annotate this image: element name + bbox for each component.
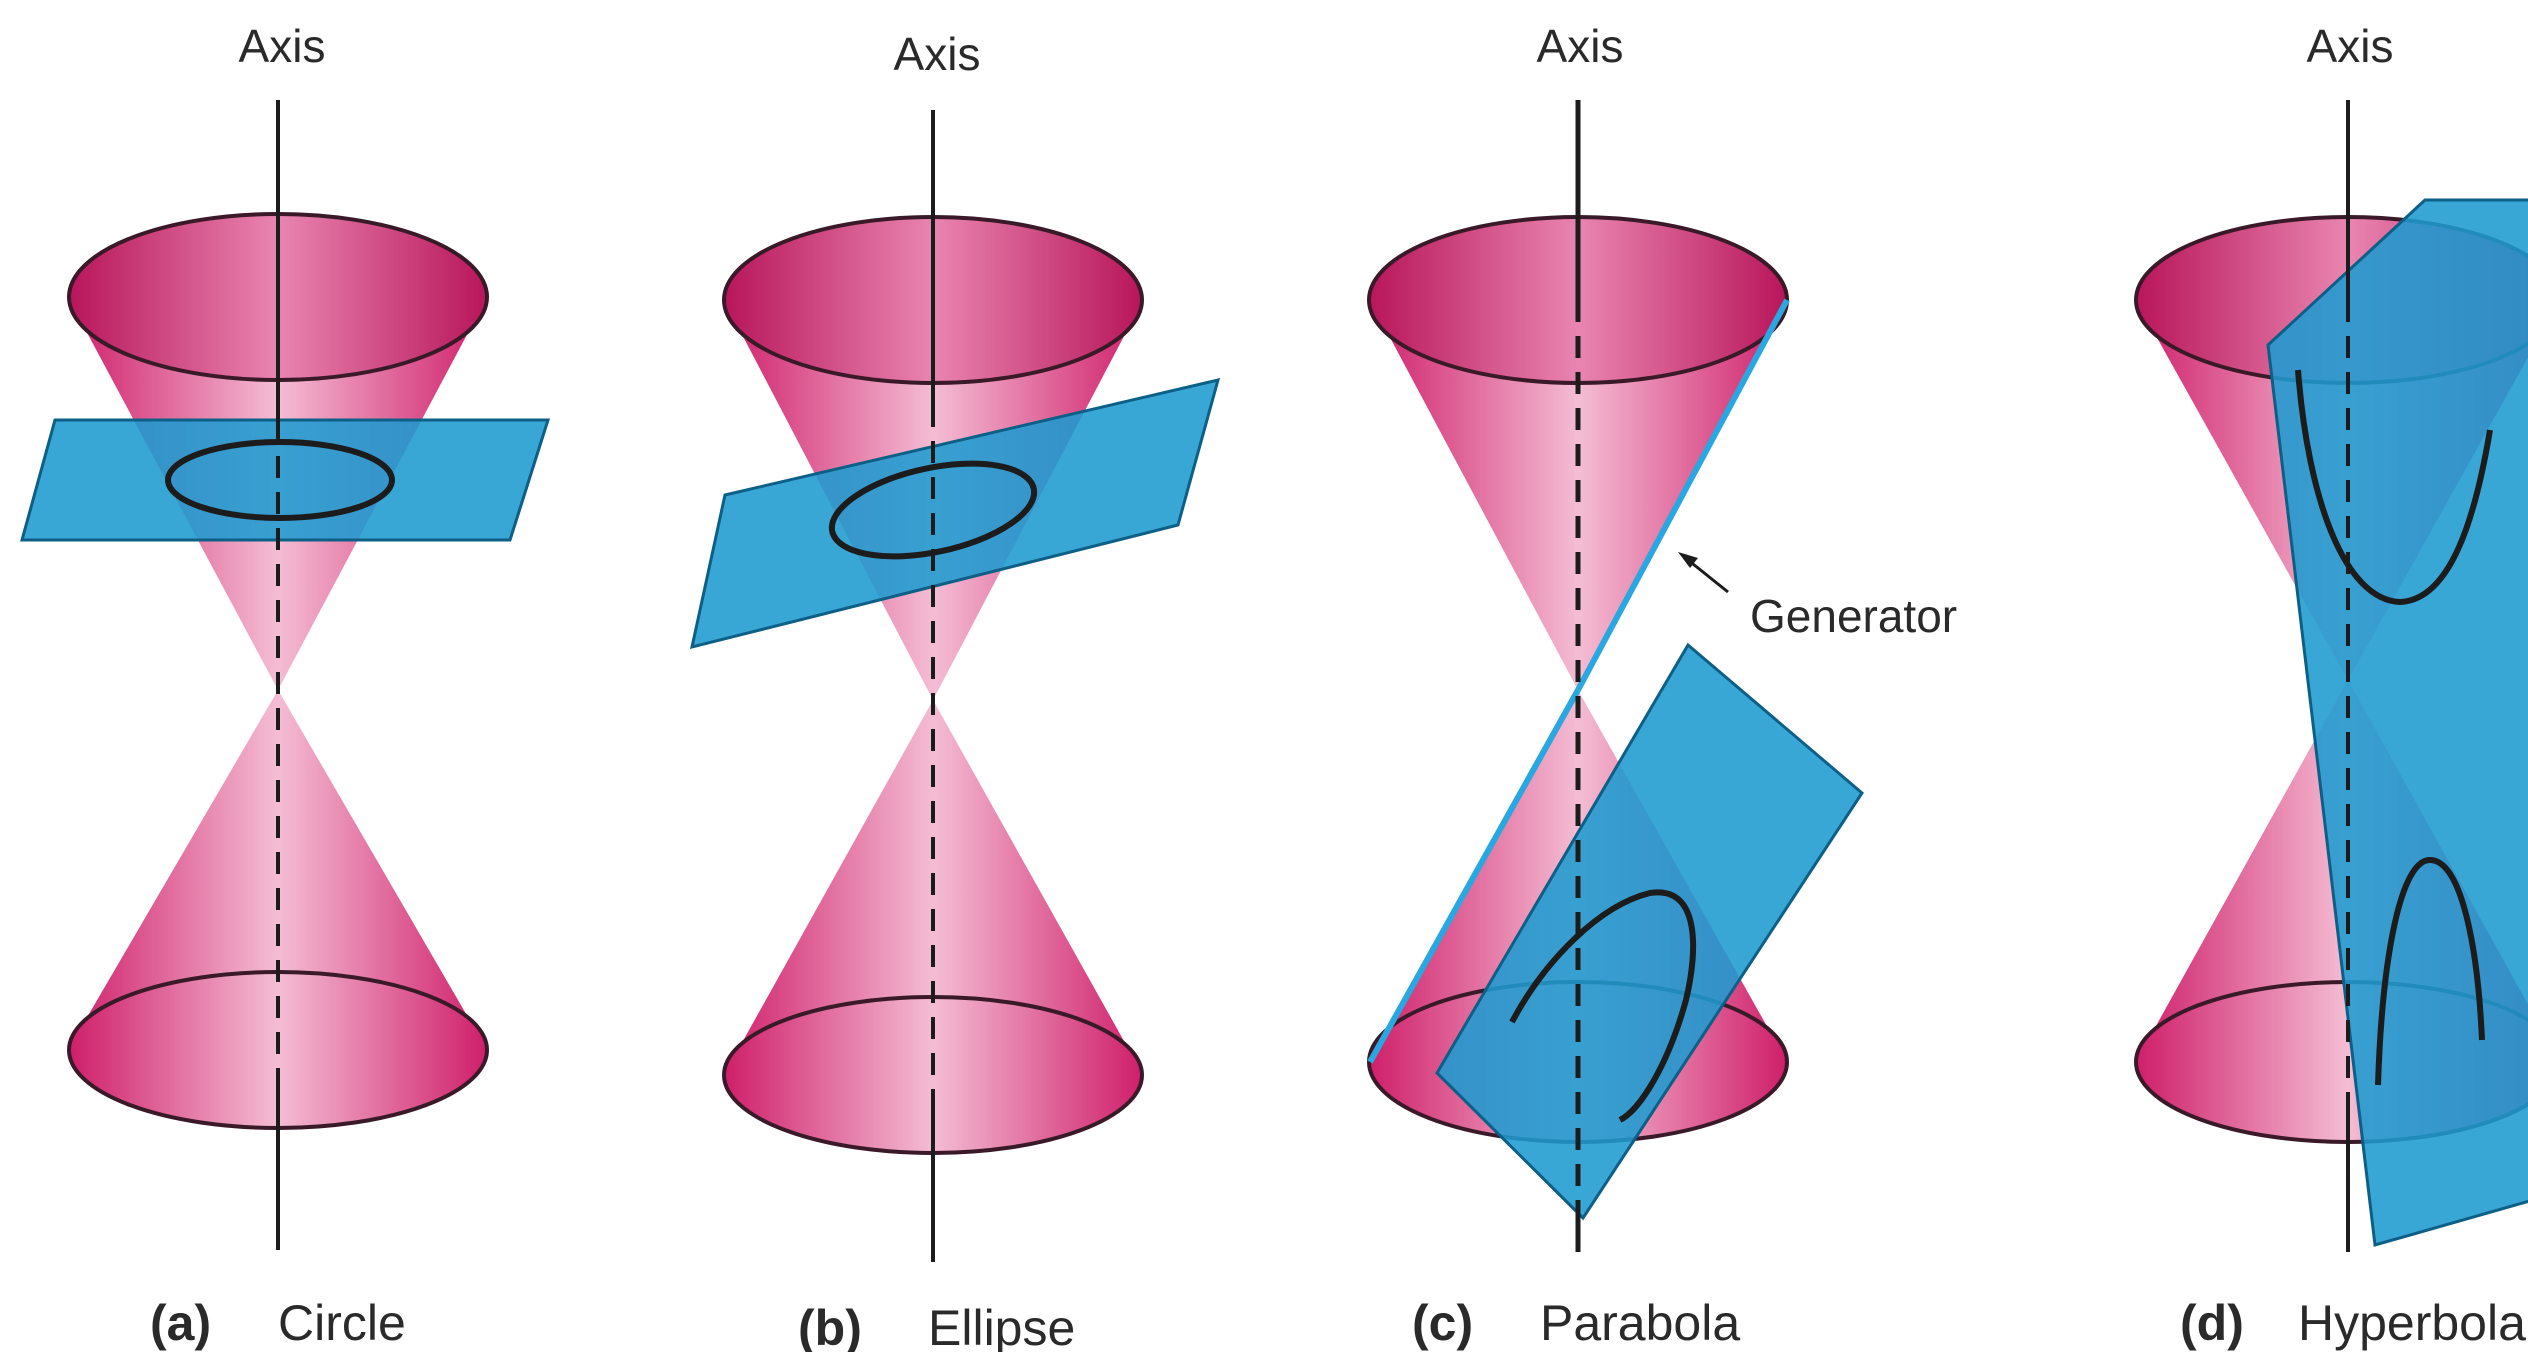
caption-name: Hyperbola [2298,1295,2526,1351]
panel-hyperbola: Axis (d) Hyperbola [2134,20,2528,1351]
cutting-plane [2266,198,2528,1247]
parabola-section [1509,889,1697,1123]
generator-label: Generator [1750,590,1957,642]
caption-letter: (a) [150,1295,211,1351]
caption-letter: (d) [2180,1295,2244,1351]
panel-ellipse: Axis (b) Ellipse [690,28,1221,1352]
panel-parabola: Generator Axis (c) Parabola [1367,20,1957,1351]
caption-name: Ellipse [928,1300,1075,1352]
hyperbola-branch-upper [2295,369,2493,606]
caption-name: Circle [278,1295,406,1351]
generator-line [1367,688,1581,1064]
axis-label: Axis [894,28,981,80]
generator-arrow [1678,552,1729,594]
cutting-plane [20,418,551,542]
axis-label: Axis [239,20,326,72]
caption-name: Parabola [1540,1295,1740,1351]
panel-circle: Axis (a) Circle [20,20,551,1351]
generator-line [1575,298,1790,692]
axis-label: Axis [1537,20,1624,72]
caption-letter: (b) [798,1300,862,1352]
axis-label: Axis [2307,20,2394,72]
hyperbola-branch-lower [2375,856,2485,1086]
cutting-plane [690,377,1221,650]
ellipse-section [828,460,1038,560]
cutting-plane [1435,642,1864,1221]
caption-letter: (c) [1412,1295,1473,1351]
